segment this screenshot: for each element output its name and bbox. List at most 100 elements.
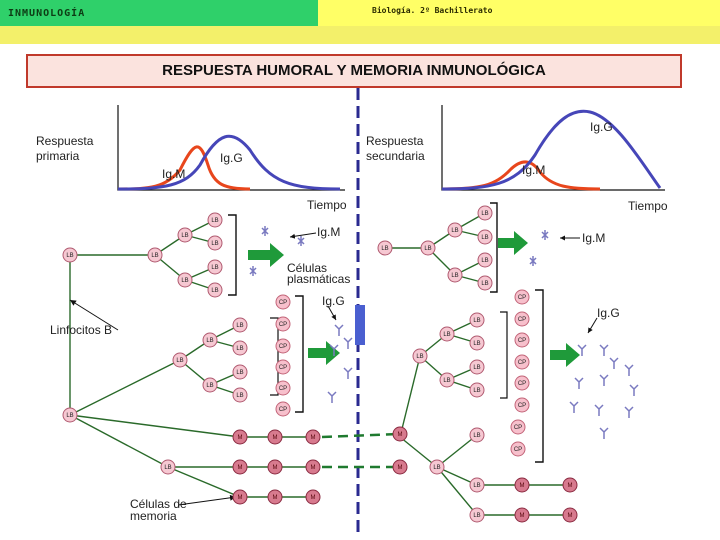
cp-cell: CP [275,380,291,396]
svg-text:LB: LB [181,233,188,239]
svg-text:LB: LB [176,358,183,364]
lb-cell: LB [439,326,455,342]
svg-text:CP: CP [279,365,287,371]
svg-text:CP: CP [518,381,526,387]
lb-cell: LB [447,267,463,283]
igm-label-right: Ig.M [582,231,605,245]
svg-text:LB: LB [481,235,488,241]
header-right-title: Biología. 2º Bachillerato [372,6,493,15]
memory-cell: M [305,429,321,445]
memory-cell: M [232,429,248,445]
memory-cell: M [305,459,321,475]
svg-text:CP: CP [279,300,287,306]
secondary-response-graph [441,105,665,191]
svg-text:LB: LB [473,341,480,347]
memory-cells: M M M M M M M M M M M M M M M [232,426,578,523]
svg-text:LB: LB [211,218,218,224]
svg-text:LB: LB [66,253,73,259]
svg-text:M: M [520,513,525,519]
svg-text:LB: LB [473,365,480,371]
svg-text:CP: CP [518,295,526,301]
secondary-igm-label: Ig.M [522,163,545,177]
primary-igg-label: Ig.G [220,151,243,165]
antibody-igg-2 [329,344,339,356]
svg-text:LB: LB [481,281,488,287]
memory-cell: M [232,489,248,505]
memory-cell: M [267,429,283,445]
left-bracket-mid [270,317,279,396]
svg-text:M: M [273,435,278,441]
svg-text:LB: LB [66,413,73,419]
svg-text:CP: CP [514,425,522,431]
lb-cell: LB [232,340,248,356]
svg-text:LB: LB [416,354,423,360]
primary-time-label: Tiempo [307,198,347,212]
memory-cell: M [267,459,283,475]
lymphocytes-pointer [69,299,119,331]
svg-text:CP: CP [518,403,526,409]
cp-cell: CP [514,332,530,348]
svg-text:M: M [238,465,243,471]
svg-text:M: M [273,465,278,471]
igm-label-left: Ig.M [317,225,340,239]
lb-cell: LB [477,275,493,291]
lb-cell: LB [232,317,248,333]
secondary-time-label: Tiempo [628,199,668,213]
igg-label-right: Ig.G [597,306,620,320]
svg-text:LB: LB [236,346,243,352]
memory-cell: M [232,459,248,475]
svg-text:CP: CP [518,360,526,366]
top-bar-right [318,0,720,26]
memory-cell: M [562,507,578,523]
right-bracket-top [490,202,498,293]
secondary-response-label-2: secundaria [366,149,425,163]
lb-cell: LB [469,427,485,443]
igm-pointer-left [289,232,317,239]
svg-text:LB: LB [481,211,488,217]
antibodies-left [249,226,353,403]
lb-cell: LB [439,372,455,388]
antibodies-right [529,230,639,439]
memory-cell: M [514,477,530,493]
svg-text:LB: LB [473,483,480,489]
svg-text:M: M [238,435,243,441]
primary-igg-curve [117,134,341,191]
primary-response-label-2: primaria [36,149,80,163]
lb-cell: LB [147,247,163,263]
svg-text:M: M [311,495,316,501]
svg-text:LB: LB [151,253,158,259]
svg-text:LB: LB [443,332,450,338]
lb-cell: LB [177,272,193,288]
memory-link-1 [321,432,399,439]
right-bracket-mid [500,311,508,399]
lb-cell: LB [477,252,493,268]
antibody-igg-4 [327,391,337,403]
memory-cell: M [267,489,283,505]
secondary-response-label: Respuesta [366,134,424,148]
svg-text:M: M [568,483,573,489]
cp-cell: CP [510,419,526,435]
antibody-igg-1 [334,324,344,336]
right-bracket-plasma [535,289,544,463]
lb-cell: LB [377,240,393,256]
svg-text:M: M [568,513,573,519]
primary-igm-label: Ig.M [162,167,185,181]
memory-pointer [177,494,237,506]
cp-cell: CP [514,397,530,413]
cp-cell: CP [514,375,530,391]
header-left-title: INMUNOLOGÍA [8,8,86,19]
lb-cell: LB [469,382,485,398]
igg-pointer-right [587,317,598,334]
igg-pointer-left [327,305,337,321]
lb-cell: LB [62,407,78,423]
green-arrow-2 [308,341,340,365]
primary-axes [117,105,345,191]
svg-text:CP: CP [279,344,287,350]
svg-text:LB: LB [433,465,440,471]
cp-cells: CP CP CP CP CP CP CP CP CP CP CP CP CP C… [275,289,530,457]
svg-text:M: M [273,495,278,501]
lb-cell: LB [412,348,428,364]
lb-cell: LB [202,377,218,393]
svg-text:LB: LB [451,228,458,234]
